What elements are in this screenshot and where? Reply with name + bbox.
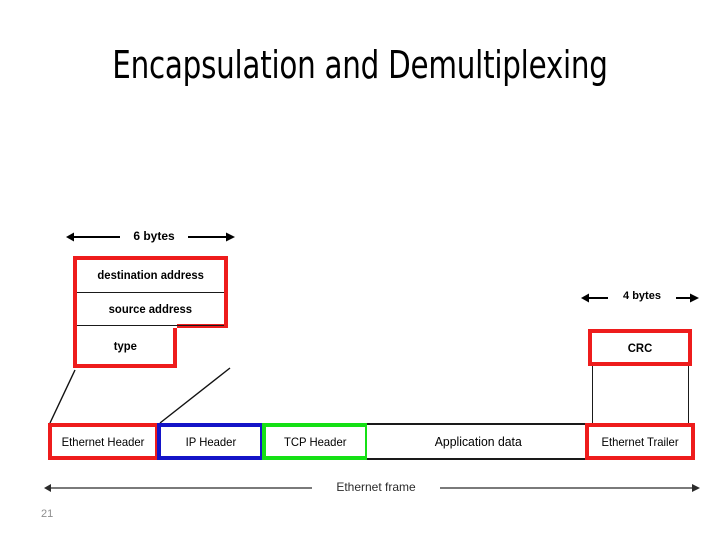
frame-field-ethernet-trailer: Ethernet Trailer xyxy=(585,423,695,460)
header-expansion-type-outline xyxy=(73,328,177,368)
frame-field-application-data: Application data xyxy=(367,423,589,460)
frame-field-label: Application data xyxy=(434,434,522,449)
header-expansion-connectors xyxy=(49,367,231,424)
crc-label: CRC xyxy=(627,340,653,355)
four-bytes-label: 4 bytes xyxy=(608,291,676,302)
expansion-row-type: type xyxy=(77,328,173,364)
frame-field-tcp-header: TCP Header xyxy=(262,423,369,460)
frame-field-ip-header: IP Header xyxy=(157,423,264,460)
trailer-connector-left xyxy=(592,366,593,423)
expansion-divider-1 xyxy=(77,292,224,293)
trailer-connector-right xyxy=(688,366,689,423)
expansion-divider-2 xyxy=(77,325,224,326)
ethernet-frame-label: Ethernet frame xyxy=(312,481,440,493)
expansion-row-label: source address xyxy=(108,302,193,316)
page-title: Encapsulation and Demultiplexing xyxy=(112,43,608,87)
expansion-row-source-address: source address xyxy=(77,293,224,325)
six-bytes-label: 6 bytes xyxy=(120,230,188,242)
header-expansion-step-edge xyxy=(177,324,228,328)
expansion-row-label: type xyxy=(113,339,137,353)
frame-field-label: TCP Header xyxy=(284,434,347,449)
page-number: 21 xyxy=(41,508,54,520)
frame-field-label: Ethernet Header xyxy=(62,434,145,449)
trailer-expansion-row-crc: CRC xyxy=(588,329,692,366)
frame-field-label: Ethernet Trailer xyxy=(601,434,679,449)
expansion-row-destination-address: destination address xyxy=(77,258,224,292)
frame-field-label: IP Header xyxy=(185,434,236,449)
expansion-row-label: destination address xyxy=(97,268,204,282)
frame-field-ethernet-header: Ethernet Header xyxy=(48,423,159,460)
